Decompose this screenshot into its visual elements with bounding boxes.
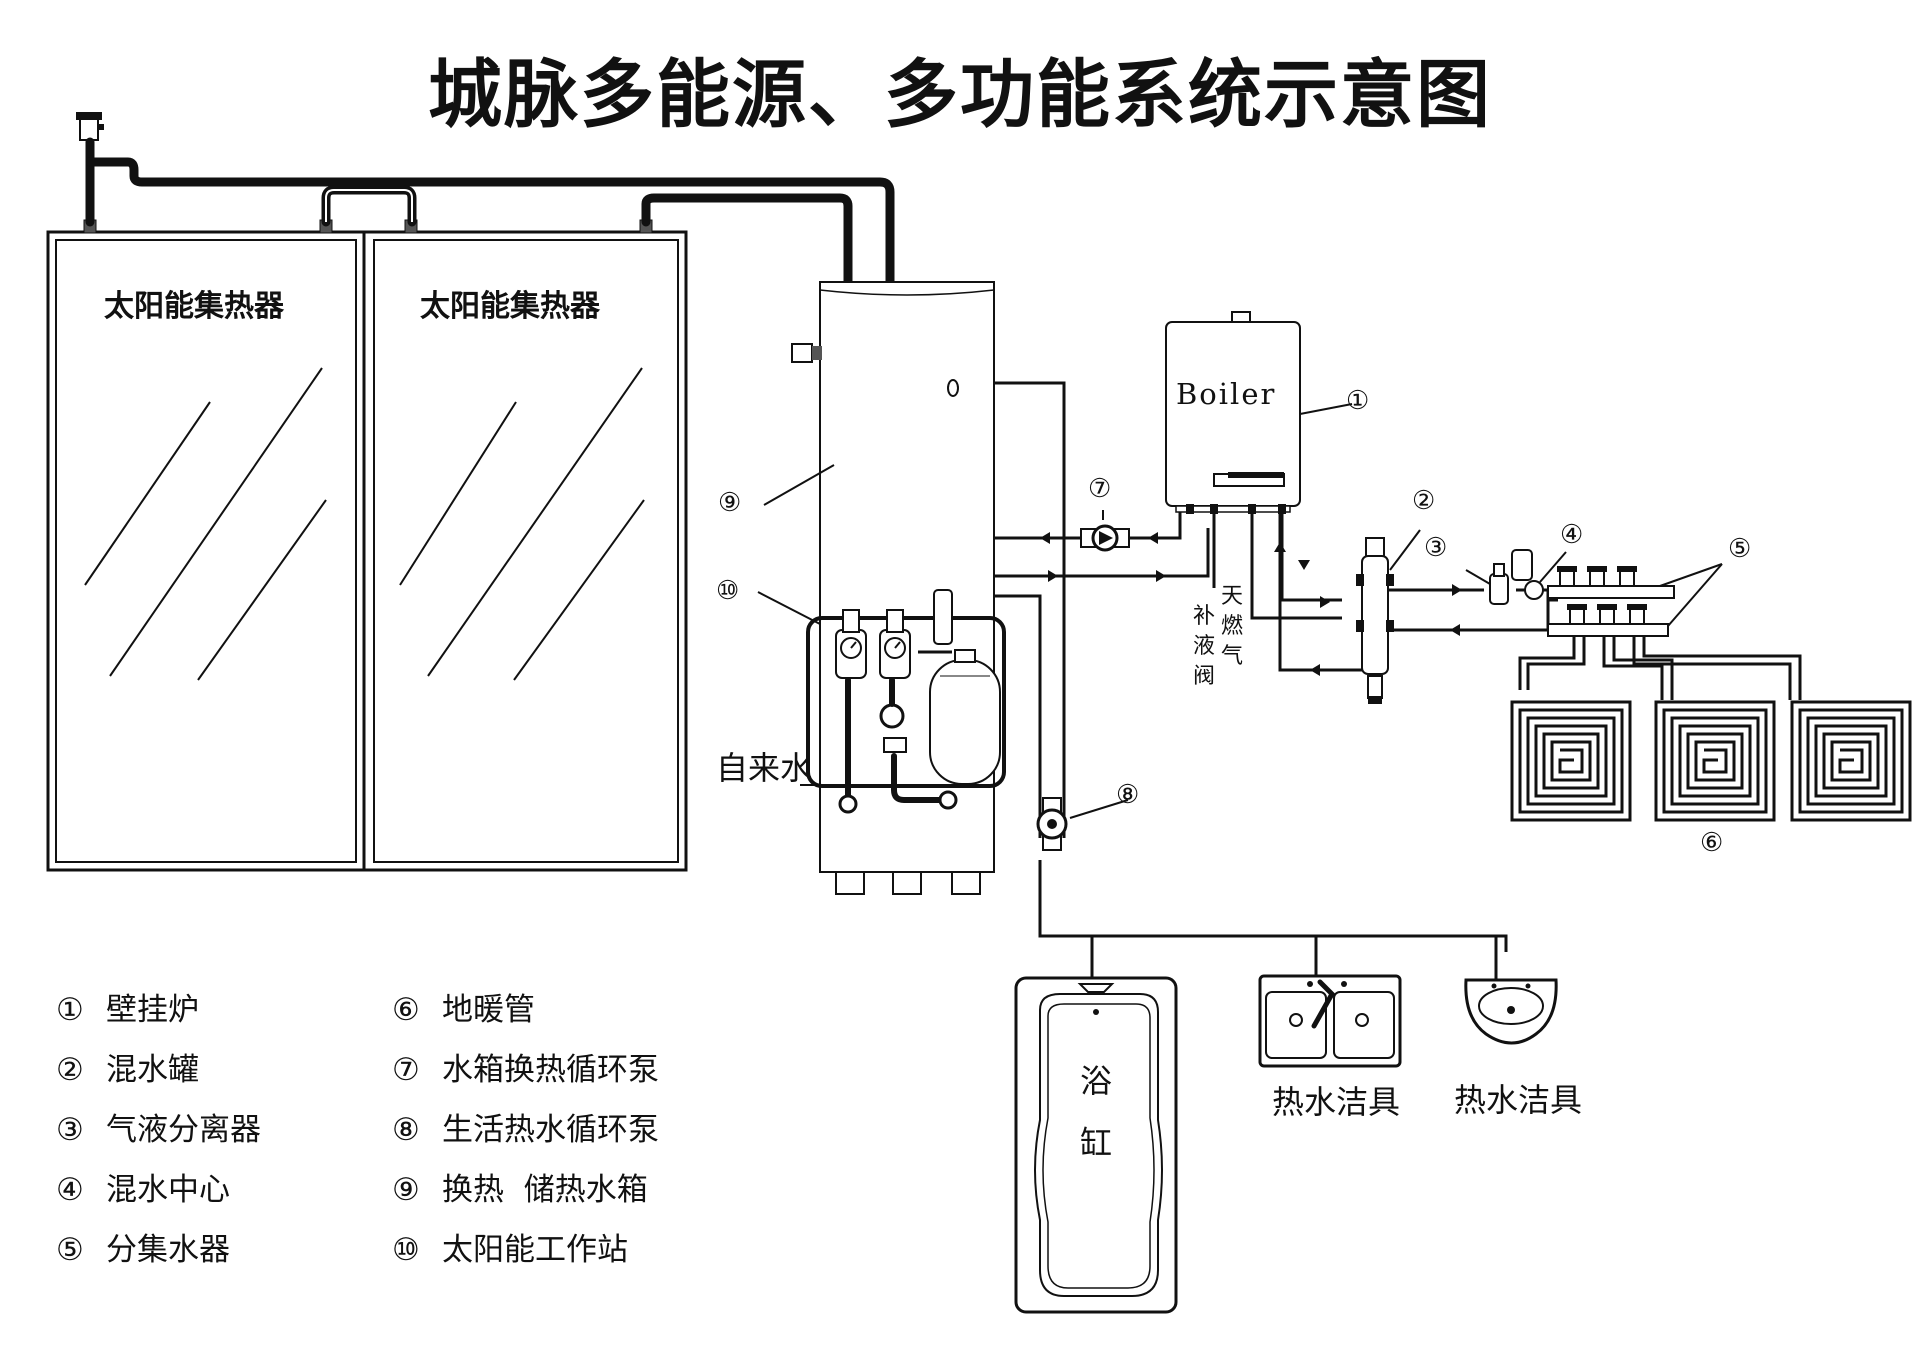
legend-number: ⑩ (392, 1232, 420, 1268)
legend-item: ⑦ 水箱换热循环泵 (392, 1044, 659, 1089)
legend-item: ⑨ 换热 储热水箱 (392, 1164, 648, 1209)
callout-10: ⑩ (716, 576, 740, 606)
legend-number: ⑧ (392, 1112, 420, 1148)
callout-1: ① (1346, 386, 1370, 416)
callout-3: ③ (1424, 533, 1448, 563)
fill-valve-label: 补液阀 (1192, 604, 1215, 689)
storage-tank (791, 281, 995, 895)
legend-item: ⑥ 地暖管 (392, 984, 535, 1029)
manifold (1547, 566, 1675, 637)
legend-text: 壁挂炉 (106, 992, 199, 1028)
floor-heating-coil-1 (1510, 700, 1632, 822)
legend-number: ⑤ (56, 1232, 84, 1268)
air-vent-icon (76, 112, 104, 141)
callout-5: ⑤ (1728, 534, 1752, 564)
solar-collector-1 (46, 230, 366, 872)
legend-text: 气液分离器 (106, 1112, 261, 1148)
legend-number: ⑨ (392, 1172, 420, 1208)
gas-separator-icon (1465, 563, 1509, 605)
pump-7-icon (1080, 524, 1130, 552)
page-title: 城脉多能源、多功能系统示意图 (428, 52, 1492, 138)
legend-text: 分集水器 (106, 1232, 230, 1268)
legend-item: ② 混水罐 (56, 1044, 199, 1089)
washbasin (1464, 978, 1558, 1045)
mixing-centre-icon (1511, 549, 1567, 600)
callout-8: ⑧ (1116, 780, 1140, 810)
sink-label-1: 热水洁具 (1272, 1083, 1401, 1121)
legend-text: 混水罐 (106, 1052, 199, 1088)
boiler-label: Boiler (1176, 377, 1277, 411)
callout-7: ⑦ (1088, 474, 1112, 504)
solar-collector-2 (362, 230, 688, 872)
floor-heating-coil-2 (1654, 700, 1776, 822)
callout-2: ② (1412, 486, 1436, 516)
legend-text: 换热 储热水箱 (442, 1172, 648, 1208)
floor-heating-coil-3 (1790, 700, 1912, 822)
legend-number: ⑦ (392, 1052, 420, 1088)
legend-number: ③ (56, 1112, 84, 1148)
legend-number: ⑥ (392, 992, 420, 1028)
callout-9: ⑨ (718, 488, 742, 518)
boiler-unit (1165, 311, 1301, 514)
sink-label-2: 热水洁具 (1454, 1081, 1583, 1119)
bathtub-label: 浴缸 (1080, 1062, 1113, 1162)
gas-label: 天燃气 (1220, 584, 1243, 669)
pump-8-icon (1036, 797, 1068, 851)
bathtub (1014, 976, 1178, 1314)
solar-station (806, 589, 1006, 788)
legend-item: ④ 混水中心 (56, 1164, 230, 1209)
legend-number: ② (56, 1052, 84, 1088)
legend-number: ① (56, 992, 84, 1028)
legend-item: ③ 气液分离器 (56, 1104, 261, 1149)
legend-item: ① 壁挂炉 (56, 984, 199, 1029)
tap-water-label: 自来水 (716, 749, 813, 787)
legend-text: 水箱换热循环泵 (442, 1052, 659, 1088)
collector-label-1: 太阳能集热器 (104, 289, 284, 324)
callout-4: ④ (1560, 520, 1584, 550)
legend-number: ④ (56, 1172, 84, 1208)
mixing-tank (1356, 537, 1394, 704)
callout-6: ⑥ (1700, 828, 1724, 858)
collector-label-2: 太阳能集热器 (420, 289, 600, 324)
legend-item: ⑩ 太阳能工作站 (392, 1224, 628, 1269)
legend-text: 混水中心 (106, 1172, 230, 1208)
legend-text: 生活热水循环泵 (442, 1112, 659, 1148)
legend-text: 太阳能工作站 (442, 1232, 628, 1268)
legend-text: 地暖管 (442, 992, 535, 1028)
legend-item: ⑧ 生活热水循环泵 (392, 1104, 659, 1149)
legend-item: ⑤ 分集水器 (56, 1224, 230, 1269)
double-sink (1258, 974, 1402, 1068)
